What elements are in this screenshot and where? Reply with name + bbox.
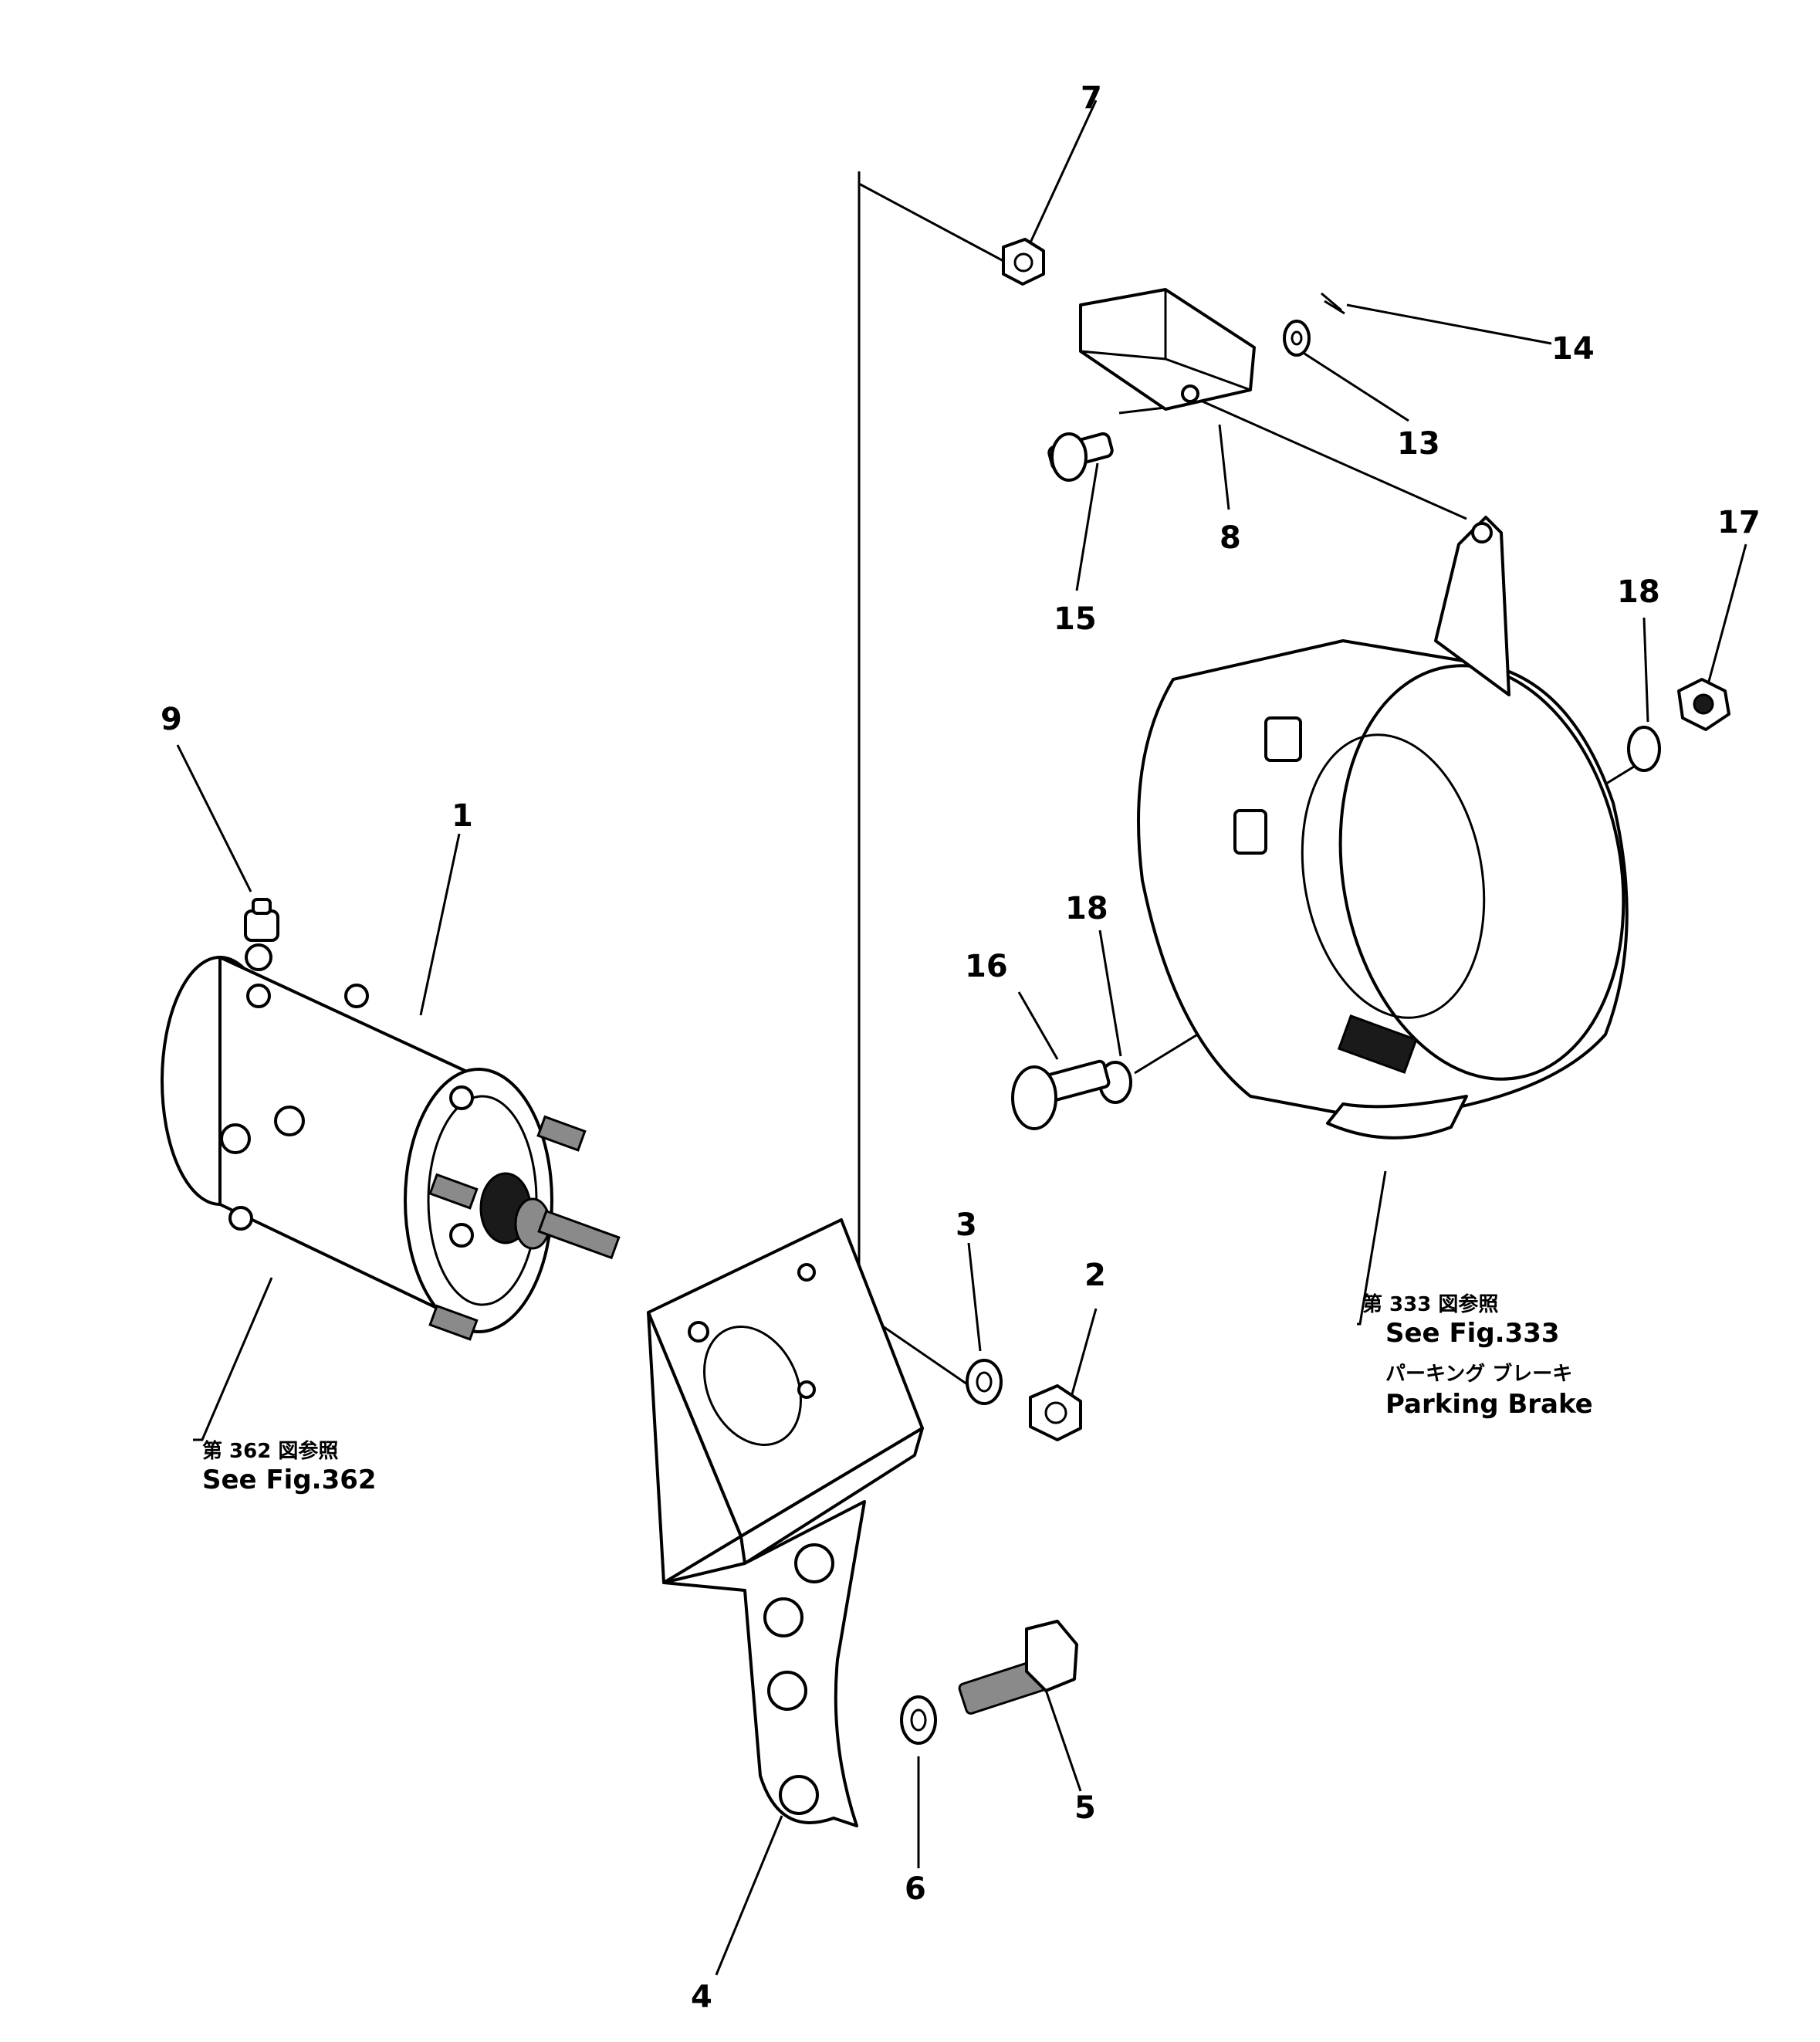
parking-brake-assembly <box>1137 516 1629 1140</box>
nut-part-9 <box>1002 238 1045 286</box>
terminal-cap-part-8 <box>244 898 279 942</box>
callout-18-left: 18 <box>1065 891 1108 926</box>
nut-part-2 <box>1029 1384 1082 1441</box>
callout-15: 15 <box>1054 601 1097 637</box>
callout-7: 8 <box>1220 520 1241 556</box>
bolt-part-16 <box>1011 1059 1111 1130</box>
brake-ref-en: See Fig.333 <box>1385 1318 1560 1349</box>
callout-1: 1 <box>452 798 473 834</box>
callout-8: 9 <box>161 702 182 737</box>
washer-part-6 <box>900 1695 937 1745</box>
brake-name-jp: パーキング ブレーキ <box>1385 1362 1572 1386</box>
nut-part-17 <box>1677 678 1730 731</box>
bolt-part-5 <box>958 1620 1078 1715</box>
pin-part-15 <box>1047 432 1114 482</box>
washer-part-18-right <box>1627 726 1661 772</box>
callout-6: 6 <box>905 1871 926 1907</box>
motor-part-1 <box>161 943 621 1341</box>
callout-2: 2 <box>1084 1258 1106 1293</box>
callout-17: 17 <box>1717 505 1761 540</box>
bracket-part-4 <box>647 1218 924 1827</box>
washer-part-13 <box>1283 320 1311 357</box>
callout-18-right: 18 <box>1617 574 1660 610</box>
pin-part-14 <box>1321 292 1345 315</box>
callout-labels: 7 14 13 8 15 17 18 18 16 9 1 3 2 5 6 4 <box>161 80 1761 2015</box>
motor-ref-jp: 第 362 図参照 <box>202 1439 338 1463</box>
callout-9: 7 <box>1081 80 1102 116</box>
callout-13: 13 <box>1397 426 1440 462</box>
callout-4: 4 <box>691 1979 712 2015</box>
brake-name-en: Parking Brake <box>1385 1389 1593 1420</box>
motor-ref-en: See Fig.362 <box>202 1465 377 1495</box>
brake-reference-note: 第 333 図参照 See Fig.333 パーキング ブレーキ Parking… <box>1362 1292 1593 1420</box>
washer-part-3 <box>966 1359 1003 1405</box>
callout-3: 3 <box>956 1207 977 1243</box>
clevis-part-7 <box>1079 288 1256 411</box>
callout-14: 14 <box>1551 331 1595 367</box>
motor-reference-note: 第 362 図参照 See Fig.362 <box>202 1439 377 1495</box>
callout-5: 5 <box>1074 1790 1096 1826</box>
brake-ref-jp: 第 333 図参照 <box>1362 1292 1498 1316</box>
callout-16: 16 <box>965 949 1008 984</box>
